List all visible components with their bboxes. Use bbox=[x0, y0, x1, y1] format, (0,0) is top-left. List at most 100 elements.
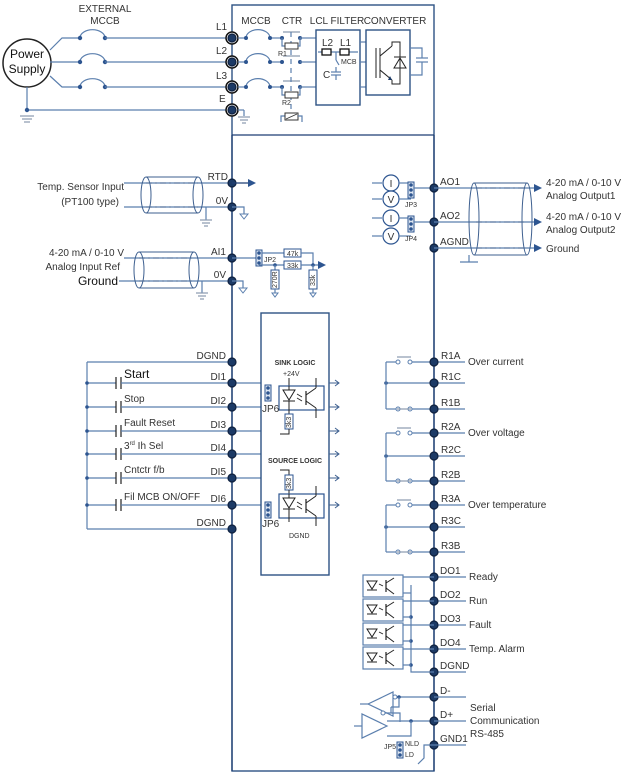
do-optocoupler-1 bbox=[362, 574, 434, 598]
serial-label-2: Communication bbox=[470, 716, 539, 727]
terminal-agnd: AGND bbox=[440, 237, 469, 248]
input-logic-box bbox=[260, 312, 330, 576]
terminal-l2: L2 bbox=[216, 46, 228, 57]
relay-row-r3b: R3B bbox=[386, 541, 465, 557]
external-mccb-label-2: MCCB bbox=[90, 16, 120, 27]
jp5-nld-label: NLD bbox=[405, 741, 419, 748]
do-optocoupler-2 bbox=[362, 598, 434, 622]
internal-mccb-ctr bbox=[238, 29, 316, 124]
node-r1c bbox=[429, 378, 439, 388]
analog-input-label-2: Analog Input Ref bbox=[46, 262, 121, 273]
igbt-symbol bbox=[375, 41, 407, 85]
resistor-270r-label: 270R bbox=[272, 271, 279, 288]
do-label: Ready bbox=[469, 572, 498, 583]
terminal-do1: DO1 bbox=[440, 566, 461, 577]
terminal-dgnd-top: DGND bbox=[197, 351, 226, 362]
external-mccb-label-1: EXTERNAL bbox=[79, 4, 132, 15]
ao1-voltage-icon: V bbox=[388, 195, 395, 206]
power-supply: Power Supply bbox=[2, 38, 52, 88]
temp-sensor-label-1: Temp. Sensor Input bbox=[37, 182, 124, 193]
jp6-source-label: JP6 bbox=[262, 519, 280, 530]
terminal-r2c: R2C bbox=[441, 445, 461, 456]
jp6-sink-label: JP6 bbox=[262, 404, 280, 415]
terminal-di1: DI1 bbox=[210, 372, 226, 383]
sink-optocoupler bbox=[278, 378, 325, 435]
converter-box bbox=[365, 29, 411, 96]
ground-icon bbox=[232, 280, 249, 294]
terminal-r1c: R1C bbox=[441, 372, 461, 383]
di-row-di2: DI2 Stop bbox=[85, 394, 261, 413]
terminal-di2: DI2 bbox=[210, 396, 226, 407]
node-r2c bbox=[429, 451, 439, 461]
terminal-r1a: R1A bbox=[441, 351, 461, 362]
rtd-arrow-icon bbox=[248, 179, 256, 187]
ao1-current-icon: I bbox=[390, 179, 393, 190]
node-r3b bbox=[429, 547, 439, 557]
lcl-filter-internals bbox=[318, 48, 358, 80]
do-optocoupler-4 bbox=[362, 646, 434, 670]
phase-wiring bbox=[20, 29, 226, 123]
sink-3k3-label: 3k3 bbox=[286, 417, 293, 428]
ground-icon bbox=[232, 206, 250, 220]
analog-output2-label-1: 4-20 mA / 0-10 V bbox=[546, 212, 621, 223]
converter-label: CONVERTER bbox=[364, 16, 427, 27]
r2-label: R2 bbox=[282, 100, 291, 107]
terminal-d-plus: D+ bbox=[440, 710, 453, 721]
node-dgnd-top bbox=[227, 357, 237, 367]
serial-label-3: RS-485 bbox=[470, 729, 504, 740]
source-3k3-label: 3k3 bbox=[286, 478, 293, 489]
relay-label: Over voltage bbox=[468, 428, 525, 439]
lcl-filter-box bbox=[315, 29, 361, 106]
relay-row-r2c: R2C bbox=[384, 433, 465, 481]
c-label: C bbox=[323, 70, 330, 81]
terminal-r3b: R3B bbox=[441, 541, 461, 552]
lcl-filter-label: LCL FILTER bbox=[310, 16, 364, 27]
terminal-l1: L1 bbox=[216, 22, 228, 33]
source-optocoupler bbox=[278, 469, 325, 526]
terminal-gnd1: GND1 bbox=[440, 734, 468, 745]
terminal-r1b: R1B bbox=[441, 398, 461, 409]
terminal-do3: DO3 bbox=[440, 614, 461, 625]
terminal-r2a: R2A bbox=[441, 422, 461, 433]
di-row-di3: DI3 Fault Reset bbox=[85, 418, 261, 437]
analog-output-ground-label: Ground bbox=[546, 244, 579, 255]
di-label: Stop bbox=[124, 394, 145, 405]
do-label: Run bbox=[469, 596, 487, 607]
analog-output1-label-1: 4-20 mA / 0-10 V bbox=[546, 178, 621, 189]
terminal-dgnd-bottom: DGND bbox=[197, 518, 226, 529]
relay-label: Over temperature bbox=[468, 500, 547, 511]
relay-row-r2a: R2A Over voltage bbox=[386, 422, 525, 439]
mccb-label: MCCB bbox=[241, 16, 271, 27]
node-r2a bbox=[429, 428, 439, 438]
analog-output1-label-2: Analog Output1 bbox=[546, 191, 616, 202]
ai-conditioning-network bbox=[232, 248, 326, 298]
r1-label: R1 bbox=[278, 51, 287, 58]
do-row-dgnd: DGND bbox=[429, 661, 469, 677]
do-optocoupler-3 bbox=[362, 622, 434, 646]
resistor-33k-shunt-label: 33k bbox=[310, 274, 317, 286]
di-label: Fault Reset bbox=[124, 418, 175, 429]
terminal-dgnd: DGND bbox=[440, 661, 469, 672]
terminal-ao1: AO1 bbox=[440, 177, 460, 188]
jp3-label: JP3 bbox=[405, 202, 417, 209]
node-di5 bbox=[227, 473, 237, 483]
node-r1b bbox=[429, 404, 439, 414]
relay-row-r3c: R3C bbox=[384, 505, 465, 552]
rs485-transceiver bbox=[354, 691, 434, 739]
agnd-arrow-icon bbox=[534, 244, 542, 252]
jp4-label: JP4 bbox=[405, 236, 417, 243]
relay-row-r1c: R1C bbox=[384, 362, 465, 409]
node-r2b bbox=[429, 476, 439, 486]
l2-label: L2 bbox=[322, 38, 334, 49]
node-di3 bbox=[227, 426, 237, 436]
terminal-di3: DI3 bbox=[210, 420, 226, 431]
terminal-d-minus: D- bbox=[440, 686, 451, 697]
relay-row-r1b: R1B bbox=[386, 398, 465, 414]
